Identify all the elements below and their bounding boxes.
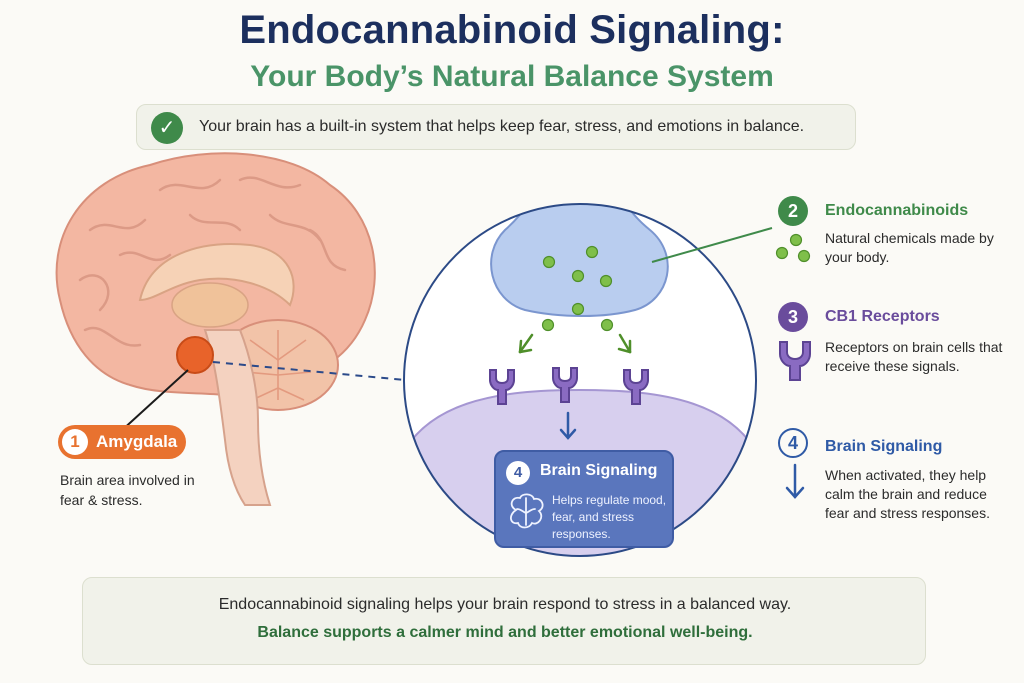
legend-description: Receptors on brain cells that receive th… bbox=[825, 339, 1003, 374]
footer-banner: Endocannabinoid signaling helps your bra… bbox=[82, 577, 926, 665]
brain-signaling-number: 4 bbox=[506, 461, 530, 485]
brain-signaling-title: Brain Signaling bbox=[540, 462, 658, 479]
receptor-icon bbox=[779, 341, 811, 381]
connector-line bbox=[212, 361, 406, 381]
amygdala-label: Amygdala bbox=[96, 432, 178, 451]
intro-text: Your brain has a built-in system that he… bbox=[199, 118, 805, 135]
brain-illustration bbox=[55, 152, 376, 506]
molecules-icon bbox=[775, 233, 811, 263]
check-icon: ✓ bbox=[151, 112, 183, 144]
amygdala-marker bbox=[176, 336, 214, 374]
legend-number: 3 bbox=[778, 302, 808, 332]
legend-title: Endocannabinoids bbox=[825, 202, 969, 219]
legend-number: 2 bbox=[778, 196, 808, 226]
brain-signaling-description: Helps regulate mood, fear, and stress re… bbox=[552, 493, 667, 541]
brain-icon bbox=[510, 493, 544, 529]
amygdala-badge: 1 Amygdala bbox=[58, 425, 186, 459]
legend-description: When activated, they help calm the brain… bbox=[825, 467, 990, 521]
down-arrow-icon bbox=[785, 463, 805, 499]
page-subtitle: Your Body’s Natural Balance System bbox=[250, 60, 774, 93]
intro-banner: ✓ Your brain has a built-in system that … bbox=[136, 104, 856, 150]
footer-line-1: Endocannabinoid signaling helps your bra… bbox=[218, 596, 792, 613]
page-title: Endocannabinoid Signaling: bbox=[239, 8, 785, 52]
legend-number: 4 bbox=[778, 428, 808, 458]
amygdala-pointer bbox=[119, 369, 189, 433]
brain-signaling-box: 4 Brain Signaling Helps regulate mood, f… bbox=[494, 450, 674, 548]
amygdala-description: Brain area involved in fear & stress. bbox=[60, 472, 195, 508]
amygdala-number: 1 bbox=[62, 429, 88, 455]
legend-title: Brain Signaling bbox=[825, 438, 943, 455]
legend-description: Natural chemicals made by your body. bbox=[825, 230, 994, 265]
legend-title: CB1 Receptors bbox=[825, 308, 940, 325]
footer-line-2: Balance supports a calmer mind and bette… bbox=[257, 624, 753, 641]
receptor-icons bbox=[489, 367, 649, 405]
